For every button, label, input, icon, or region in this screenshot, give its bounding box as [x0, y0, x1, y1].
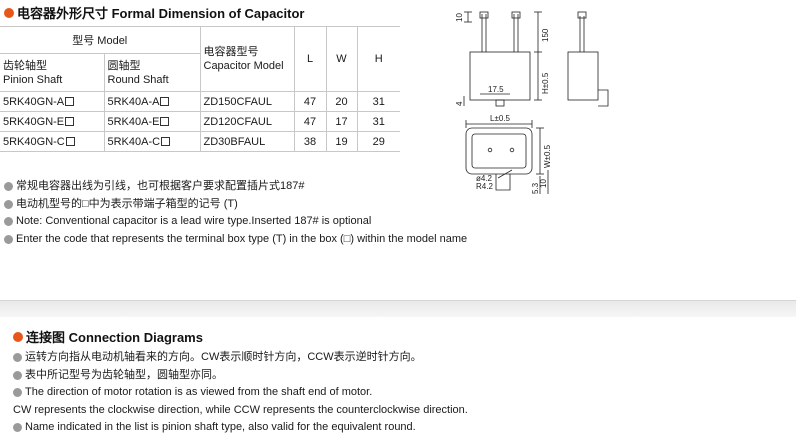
header-capacitor-en: Capacitor Model: [203, 60, 284, 72]
header-pinion-en: Pinion Shaft: [3, 73, 63, 86]
cell-capacitor: ZD120CFAUL: [199, 111, 295, 132]
note-text: 运转方向指从电动机轴看来的方向。CW表示顺时针方向，CCW表示逆时针方向。: [25, 351, 422, 363]
round-model: 5RK40A-C: [107, 135, 161, 148]
cell-W: 20: [325, 91, 358, 112]
capacitor-dimension-drawing: 10 150 H±0.5 17.5 4 L±0.5 W±0.5 ø4.2 R4.…: [455, 11, 609, 194]
section-title-text: 连接图 Connection Diagrams: [26, 330, 203, 345]
gray-bullet-icon: [13, 353, 22, 363]
dim-4-text: 4: [455, 101, 464, 106]
cell-L: 38: [293, 131, 327, 152]
header-round-en: Round Shaft: [107, 73, 169, 86]
section-divider: [0, 300, 796, 317]
cell-pinion: 5RK40GN-C: [0, 131, 105, 152]
header-H: H: [356, 26, 400, 92]
cell-L: 47: [293, 111, 327, 132]
note-item: The direction of motor rotation is as vi…: [13, 384, 468, 402]
pinion-model: 5RK40GN-E: [3, 115, 65, 128]
note-text: Name indicated in the list is pinion sha…: [25, 421, 416, 433]
dim-150-text: 150: [541, 28, 550, 42]
dim-radius-text: R4.2: [476, 182, 493, 191]
capacitor-dimension-section: 电容器外形尺寸 Formal Dimension of Capacitor 型号…: [0, 3, 609, 248]
dim-5-3-text: 5.3: [531, 182, 540, 194]
header-capacitor-cn: 电容器型号: [203, 46, 259, 58]
dim-10b-text: 10: [539, 179, 548, 188]
cell-pinion: 5RK40GN-A: [0, 91, 105, 112]
capacitor-spec-table: 型号 Model 电容器型号 Capacitor Model L W H 齿轮轴…: [0, 26, 400, 152]
box-icon: [65, 136, 75, 146]
orange-bullet-icon: [13, 331, 23, 342]
cell-H: 29: [356, 131, 400, 152]
note-text: The direction of motor rotation is as vi…: [25, 386, 373, 398]
round-model: 5RK40A-E: [107, 115, 160, 128]
note-text: 常规电容器出线为引线，也可根据客户要求配置插片式187#: [16, 180, 305, 192]
note-text: Note: Conventional capacitor is a lead w…: [16, 215, 372, 227]
cell-round: 5RK40A-E: [103, 111, 201, 132]
cell-pinion: 5RK40GN-E: [0, 111, 105, 132]
orange-bullet-icon: [4, 7, 14, 18]
cell-round: 5RK40A-C: [103, 131, 201, 152]
pinion-model: 5RK40GN-A: [3, 95, 65, 108]
box-icon: [160, 96, 170, 106]
cell-capacitor: ZD150CFAUL: [199, 91, 295, 112]
dim-l-text: L±0.5: [490, 114, 511, 123]
gray-bullet-icon: [13, 388, 22, 398]
header-model: 型号 Model: [0, 26, 201, 54]
cell-H: 31: [356, 91, 400, 112]
note-text: CW represents the clockwise direction, w…: [13, 403, 468, 416]
section-title-text: 电容器外形尺寸 Formal Dimension of Capacitor: [17, 6, 305, 21]
dim-10-text: 10: [455, 13, 464, 22]
section-title-capacitor: 电容器外形尺寸 Formal Dimension of Capacitor: [4, 3, 304, 22]
header-L: L: [293, 26, 327, 92]
note-text: Enter the code that represents the termi…: [16, 232, 468, 245]
box-icon: [161, 136, 171, 146]
note-item: 运转方向指从电动机轴看来的方向。CW表示顺时针方向，CCW表示逆时针方向。: [13, 349, 468, 367]
note-item: 电动机型号的□中为表示带端子箱型的记号 (T): [4, 196, 467, 214]
header-capacitor-model: 电容器型号 Capacitor Model: [199, 26, 295, 92]
gray-bullet-icon: [13, 423, 22, 433]
header-round: 圆轴型 Round Shaft: [103, 53, 201, 92]
note-text: 电动机型号的□中为表示带端子箱型的记号 (T): [16, 197, 238, 210]
dim-w-text: W±0.5: [543, 144, 552, 168]
note-item: CW represents the clockwise direction, w…: [13, 402, 468, 420]
cell-H: 31: [356, 111, 400, 132]
round-model: 5RK40A-A: [107, 95, 160, 108]
cell-W: 17: [325, 111, 358, 132]
note-item: 表中所记型号为齿轮轴型，圆轴型亦同。: [13, 367, 468, 385]
box-icon: [65, 116, 75, 126]
dim-h-text: H±0.5: [541, 72, 550, 94]
dim-17-5-text: 17.5: [488, 85, 504, 94]
gray-bullet-icon: [4, 182, 13, 192]
section-title-connection: 连接图 Connection Diagrams: [13, 327, 203, 346]
note-item: 常规电容器出线为引线，也可根据客户要求配置插片式187#: [4, 178, 467, 196]
note-item: Enter the code that represents the termi…: [4, 231, 467, 249]
note-item: Name indicated in the list is pinion sha…: [13, 419, 468, 437]
connection-notes: 运转方向指从电动机轴看来的方向。CW表示顺时针方向，CCW表示逆时针方向。 表中…: [13, 349, 468, 437]
header-W: W: [325, 26, 358, 92]
note-item: Note: Conventional capacitor is a lead w…: [4, 213, 467, 231]
table-row: 5RK40GN-A 5RK40A-A ZD150CFAUL 47 20 31: [0, 91, 400, 112]
header-round-cn: 圆轴型: [107, 59, 141, 72]
gray-bullet-icon: [13, 370, 22, 380]
pinion-model: 5RK40GN-C: [3, 135, 65, 148]
header-pinion: 齿轮轴型 Pinion Shaft: [0, 53, 105, 92]
dim-diameter-text: ø4.2: [476, 174, 493, 183]
table-row: 5RK40GN-E 5RK40A-E ZD120CFAUL 47 17 31: [0, 111, 400, 132]
table-row: 5RK40GN-C 5RK40A-C ZD30BFAUL 38 19 29: [0, 131, 400, 152]
header-pinion-cn: 齿轮轴型: [3, 59, 47, 72]
cell-capacitor: ZD30BFAUL: [199, 131, 295, 152]
note-text: 表中所记型号为齿轮轴型，圆轴型亦同。: [25, 368, 223, 381]
box-icon: [160, 116, 170, 126]
gray-bullet-icon: [4, 234, 13, 244]
gray-bullet-icon: [4, 199, 13, 209]
cell-round: 5RK40A-A: [103, 91, 201, 112]
capacitor-notes: 常规电容器出线为引线，也可根据客户要求配置插片式187# 电动机型号的□中为表示…: [4, 178, 467, 248]
gray-bullet-icon: [4, 217, 13, 227]
cell-L: 47: [293, 91, 327, 112]
cell-W: 19: [325, 131, 358, 152]
box-icon: [65, 96, 75, 106]
